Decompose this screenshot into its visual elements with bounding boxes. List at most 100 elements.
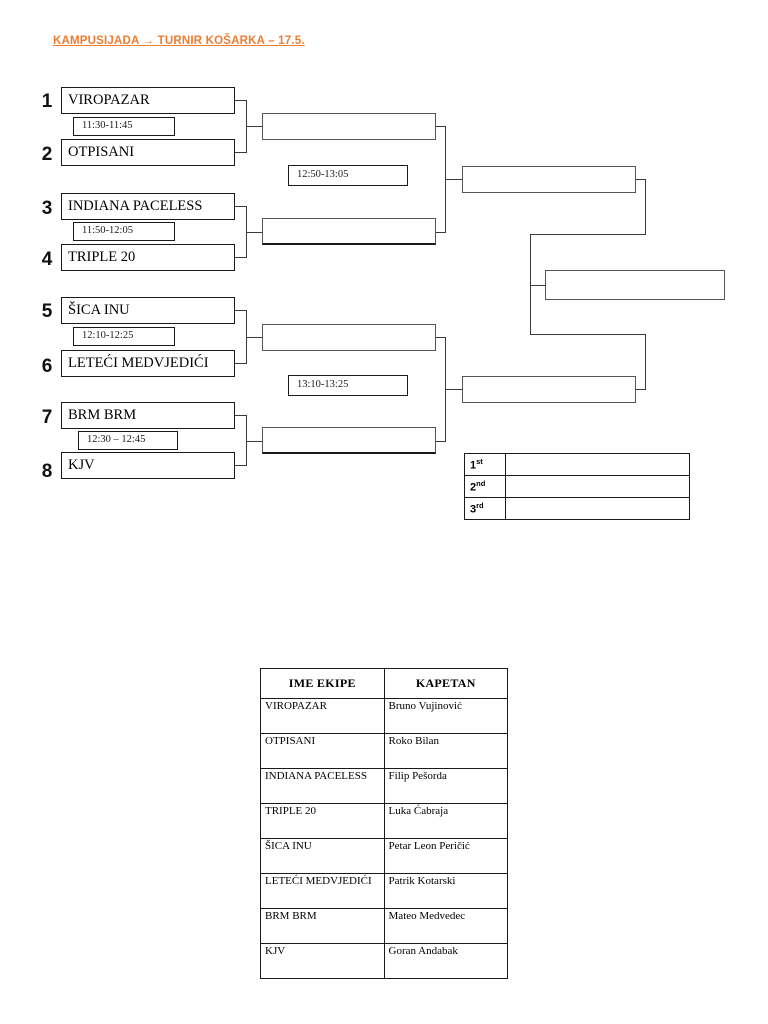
connector-h-qf-lower-out (445, 389, 462, 391)
podium-row-2: 2nd (463, 475, 690, 498)
connector-h-r1-3b (235, 363, 247, 365)
qf-slot-1 (262, 113, 436, 140)
table-row: LETEĆI MEDVJEDIĆI Patrik Kotarski (260, 873, 509, 909)
connector-h-qf-1 (436, 126, 446, 128)
roster-team-2: OTPISANI (260, 733, 385, 769)
team-box-2: OTPISANI (61, 139, 235, 166)
seed-number-6: 6 (41, 356, 53, 377)
podium-rank-number-3: 3 (470, 503, 477, 516)
page-title: KAMPUSIJADA → TURNIR KOŠARKA – 17.5. (53, 35, 305, 47)
connector-v-final (530, 234, 532, 335)
connector-h-r1-1b (235, 152, 247, 154)
team-name-7: BRM BRM (68, 407, 137, 424)
podium-rank-3: 3rd (463, 497, 507, 520)
table-row: ŠICA INU Petar Leon Peričić (260, 838, 509, 874)
roster-captain-7: Mateo Medvedec (383, 908, 509, 944)
podium-value-2[interactable] (505, 475, 690, 498)
team-name-5: ŠICA INU (68, 302, 130, 319)
sf-slot-1 (462, 166, 636, 193)
podium-rank-ordinal-3: rd (476, 501, 484, 511)
roster-captain-8: Goran Andabak (383, 943, 509, 979)
podium-rank-2: 2nd (463, 475, 507, 498)
seed-number-2: 2 (41, 144, 53, 165)
roster-team-3: INDIANA PACELESS (260, 768, 385, 804)
connector-h-qf-2 (436, 232, 446, 234)
seed-number-4: 4 (41, 249, 53, 270)
team-box-6: LETEĆI MEDVJEDIĆI (61, 350, 235, 377)
roster-captain-4: Luka Ćabraja (383, 803, 509, 839)
sf-slot-2 (462, 376, 636, 403)
connector-h-final-out (530, 285, 546, 287)
table-row: BRM BRM Mateo Medvedec (260, 908, 509, 944)
podium-rank-number-1: 1 (470, 459, 477, 472)
match-time-2: 11:50-12:05 (82, 225, 133, 237)
podium-rank-1: 1st (463, 453, 507, 476)
connector-h-r1-4b (235, 465, 247, 467)
podium-rank-number-2: 2 (470, 481, 477, 494)
podium-rank-ordinal-2: nd (476, 479, 486, 489)
table-row: VIROPAZAR Bruno Vujinović (260, 698, 509, 734)
team-box-4: TRIPLE 20 (61, 244, 235, 271)
seed-number-7: 7 (41, 407, 53, 428)
roster-captain-2: Roko Bilan (383, 733, 509, 769)
match-time-box-4: 12:30 – 12:45 (78, 431, 178, 450)
roster-team-5: ŠICA INU (260, 838, 385, 874)
team-box-3: INDIANA PACELESS (61, 193, 235, 220)
qf-slot-4 (262, 427, 436, 454)
roster-team-4: TRIPLE 20 (260, 803, 385, 839)
podium-row-3: 3rd (463, 497, 690, 520)
roster-captain-3: Filip Pešorda (383, 768, 509, 804)
connector-h-r1-2out (246, 232, 262, 234)
connector-h-r1-1out (246, 126, 262, 128)
team-name-1: VIROPAZAR (68, 92, 150, 109)
match-time-1: 11:30-11:45 (82, 120, 133, 132)
match-time-3: 12:10-12:25 (82, 330, 134, 342)
connector-h-r1-3a (235, 310, 247, 312)
semifinal-time-box-1: 12:50-13:05 (288, 165, 408, 186)
table-row: TRIPLE 20 Luka Ćabraja (260, 803, 509, 839)
connector-h-r1-1a (235, 100, 247, 102)
connector-h-r1-2a (235, 206, 247, 208)
match-time-4: 12:30 – 12:45 (87, 434, 146, 446)
connector-v-sf-1 (645, 179, 647, 235)
connector-v-r1-4 (246, 415, 248, 466)
semifinal-time-box-2: 13:10-13:25 (288, 375, 408, 396)
team-box-5: ŠICA INU (61, 297, 235, 324)
seed-number-8: 8 (41, 461, 53, 482)
roster-captain-1: Bruno Vujinović (383, 698, 509, 734)
roster-table: IME EKIPE KAPETAN VIROPAZAR Bruno Vujino… (260, 668, 509, 979)
podium-table: 1st 2nd 3rd (463, 453, 690, 520)
connector-h-r1-3out (246, 337, 262, 339)
podium-value-1[interactable] (505, 453, 690, 476)
connector-h-r1-2b (235, 257, 247, 259)
connector-h-qf-upper-out (445, 179, 462, 181)
team-box-7: BRM BRM (61, 402, 235, 429)
table-row: INDIANA PACELESS Filip Pešorda (260, 768, 509, 804)
connector-h-sf-2-in (530, 334, 646, 336)
team-name-2: OTPISANI (68, 144, 135, 161)
match-time-box-3: 12:10-12:25 (73, 327, 175, 346)
semifinal-time-2: 13:10-13:25 (297, 379, 349, 391)
team-name-3: INDIANA PACELESS (68, 198, 203, 215)
connector-h-sf-1-in (530, 234, 646, 236)
podium-value-3[interactable] (505, 497, 690, 520)
podium-row-1: 1st (463, 453, 690, 476)
connector-v-sf-2 (645, 334, 647, 390)
match-time-box-2: 11:50-12:05 (73, 222, 175, 241)
roster-team-7: BRM BRM (260, 908, 385, 944)
connector-h-sf-2 (636, 389, 646, 391)
team-name-8: KJV (68, 457, 95, 474)
seed-number-3: 3 (41, 198, 53, 219)
match-time-box-1: 11:30-11:45 (73, 117, 175, 136)
connector-h-sf-1 (636, 179, 646, 181)
qf-slot-2 (262, 218, 436, 245)
roster-team-6: LETEĆI MEDVJEDIĆI (260, 873, 385, 909)
team-name-4: TRIPLE 20 (68, 249, 136, 266)
connector-h-r1-4a (235, 415, 247, 417)
semifinal-time-1: 12:50-13:05 (297, 169, 349, 181)
team-box-1: VIROPAZAR (61, 87, 235, 114)
seed-number-1: 1 (41, 91, 53, 112)
team-box-8: KJV (61, 452, 235, 479)
table-row: KJV Goran Andabak (260, 943, 509, 979)
